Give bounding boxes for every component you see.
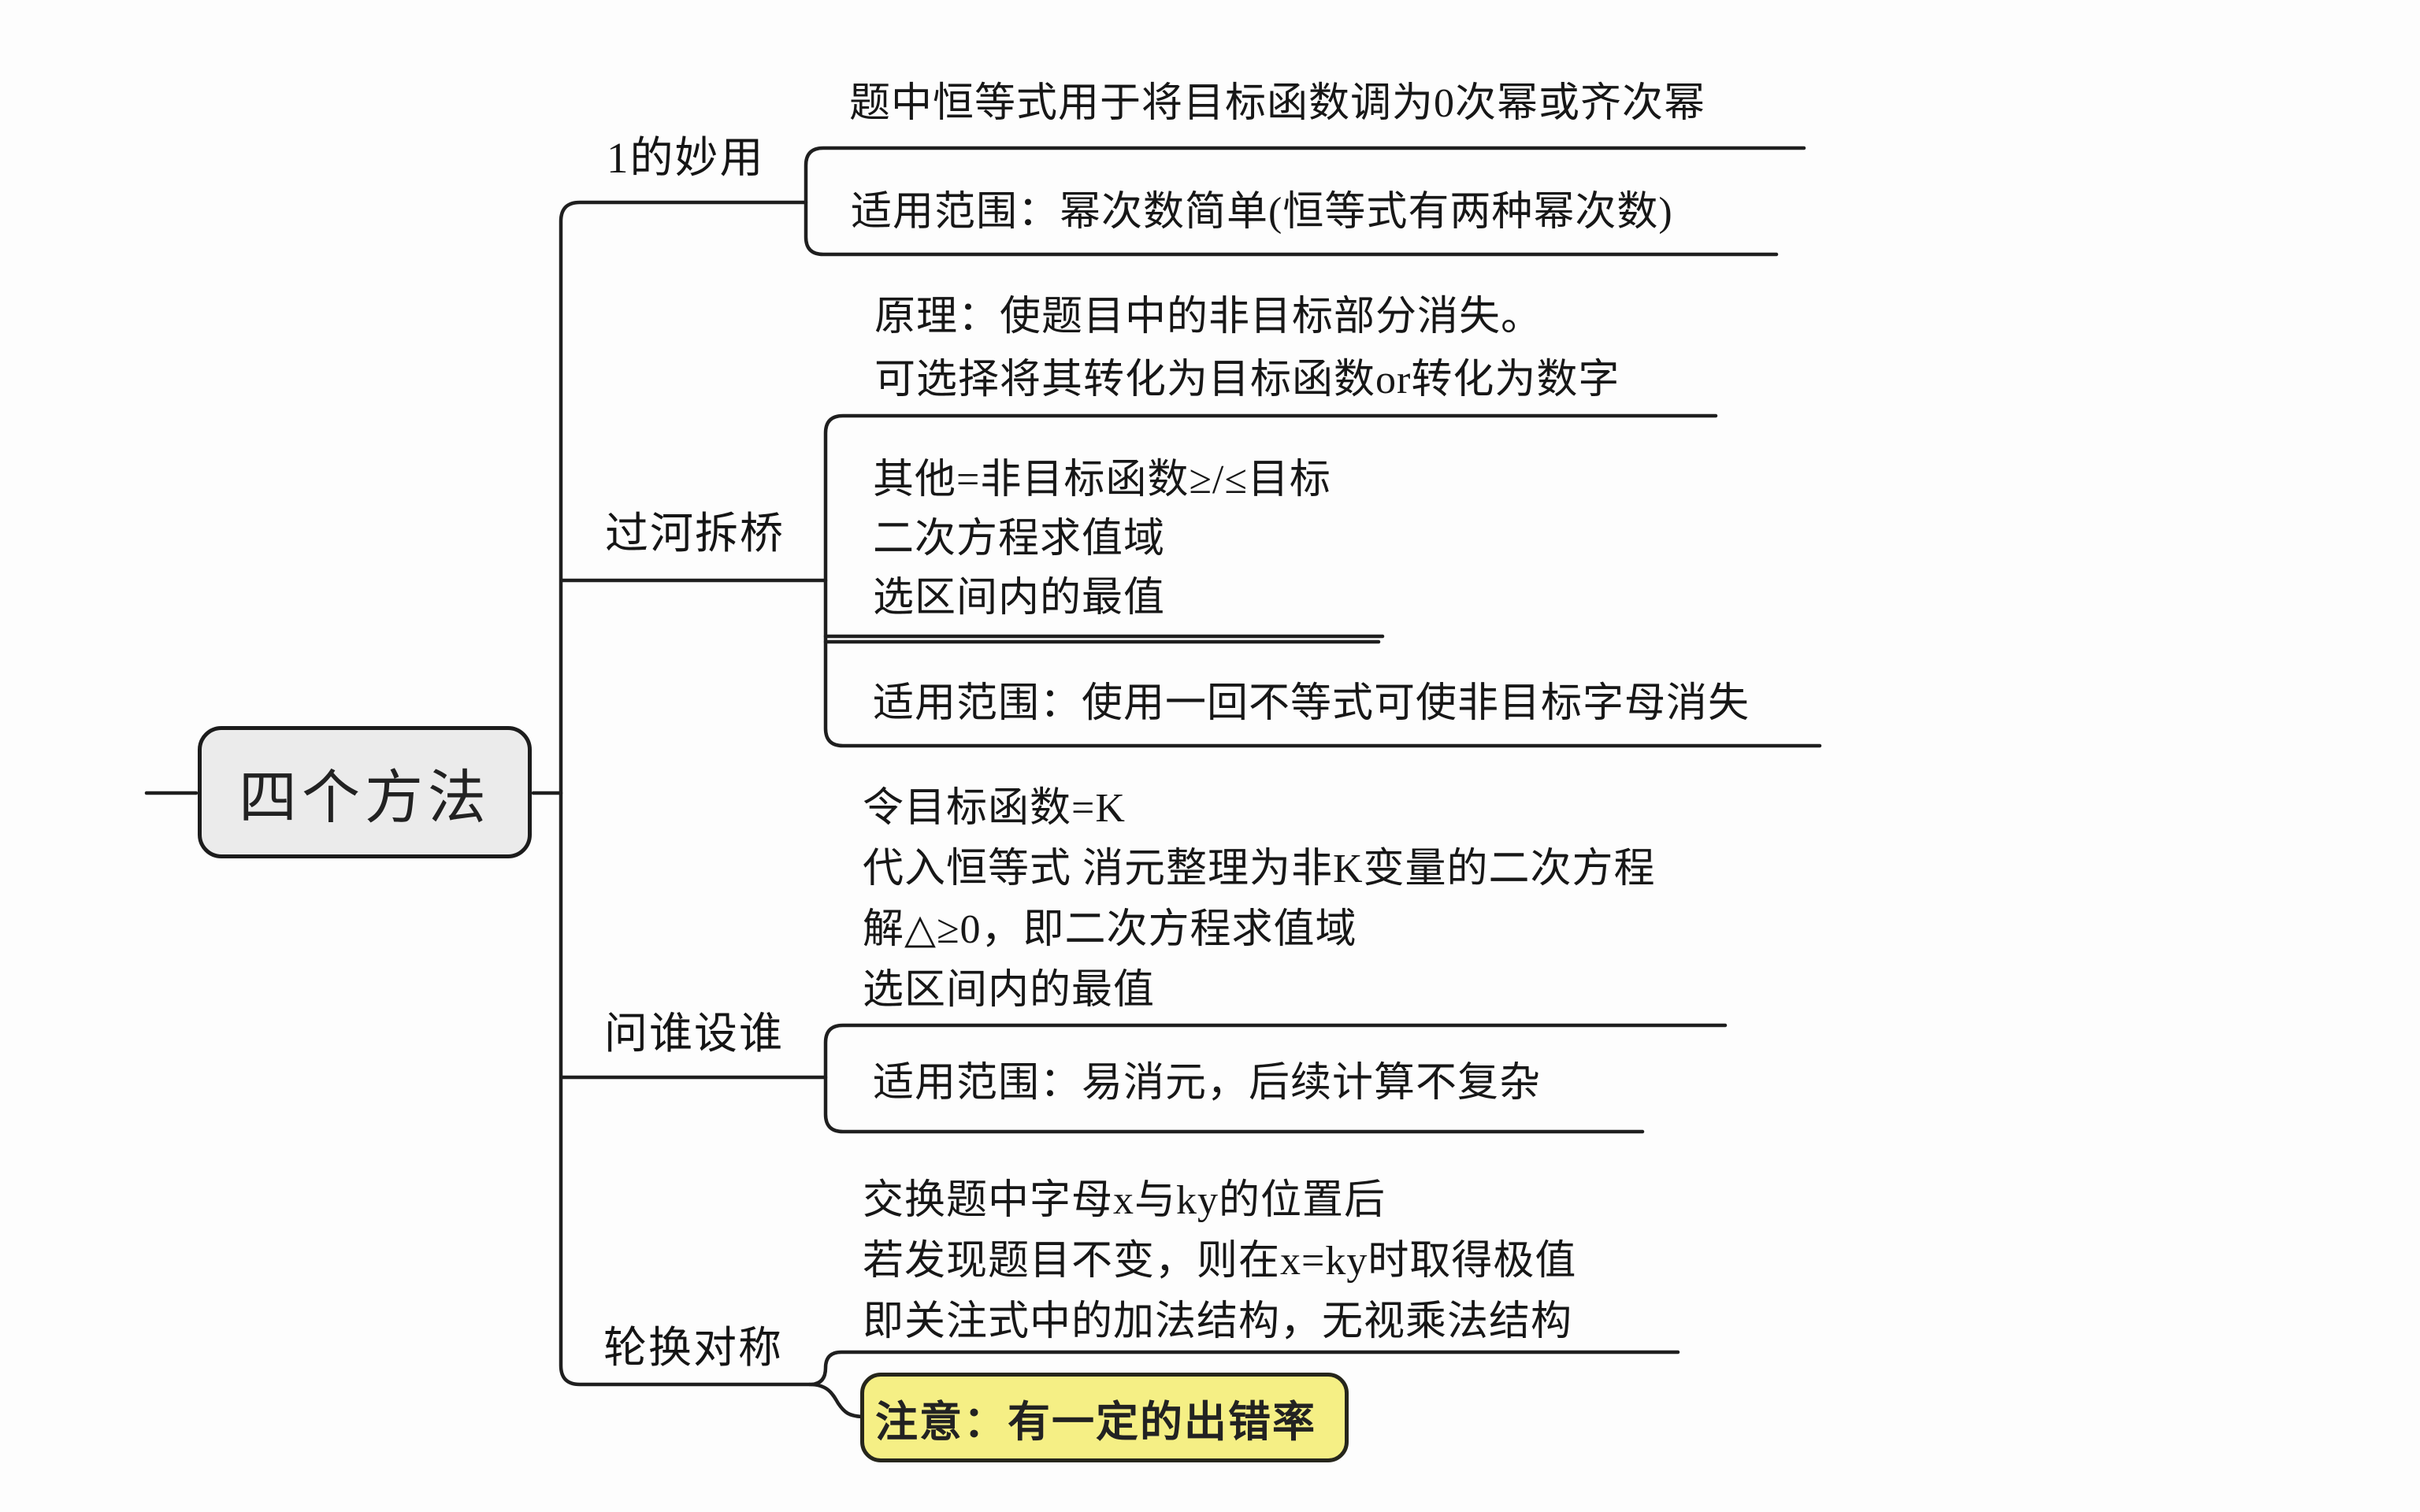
branch1-box-outline xyxy=(804,146,1806,257)
root-node[interactable]: 四个方法 xyxy=(198,726,532,858)
branch3-note[interactable]: 令目标函数=K 代入恒等式 消元整理为非K变量的二次方程 解△≥0，即二次方程求… xyxy=(863,786,1656,1013)
branch4-label[interactable]: 轮换对称 xyxy=(603,1324,784,1372)
branch3-box-outline xyxy=(823,1023,1728,1134)
branch1-label[interactable]: 1的妙用 xyxy=(607,134,765,182)
branch1-box-text[interactable]: 适用范围：幂次数简单(恒等式有两种幂次数) xyxy=(851,190,1673,235)
branch1-note[interactable]: 题中恒等式用于将目标函数调为0次幂或齐次幂 xyxy=(849,81,1706,126)
branch4-note-underline xyxy=(809,1350,1680,1387)
branch2-note[interactable]: 原理：使题目中的非目标部分消失。 可选择将其转化为目标函数or转化为数字 xyxy=(874,295,1620,402)
branch2-frame-outline xyxy=(823,413,1822,748)
branch3-box-text[interactable]: 适用范围：易消元，后续计算不复杂 xyxy=(873,1061,1542,1106)
branch3-label[interactable]: 问谁设谁 xyxy=(604,1010,785,1058)
branch4-warn-connector xyxy=(807,1382,864,1419)
branch4-warning-text: 注意：有一定的出错率 xyxy=(875,1398,1316,1446)
branch4-warning-node[interactable]: 注意：有一定的出错率 xyxy=(860,1373,1349,1462)
branch4-note[interactable]: 交换题中字母x与ky的位置后 若发现题目不变，则在x=ky时取得极值 即关注式中… xyxy=(863,1178,1577,1344)
root-label: 四个方法 xyxy=(239,765,491,831)
trunk xyxy=(559,200,812,1387)
branch2-box2-text[interactable]: 适用范围：使用一回不等式可使非目标字母消失 xyxy=(873,681,1750,726)
branch2-box1-text[interactable]: 其他=非目标函数≥/≤目标 二次方程求值域 选区间内的最值 xyxy=(873,458,1331,621)
branch2-label[interactable]: 过河拆桥 xyxy=(605,510,785,558)
